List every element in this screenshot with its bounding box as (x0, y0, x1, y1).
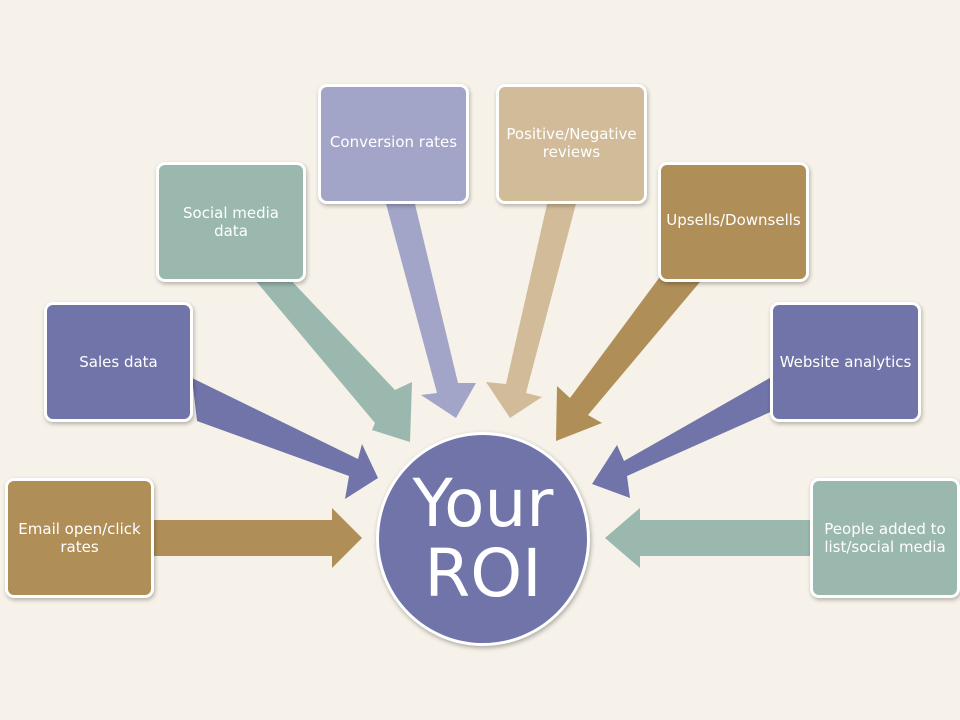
source-box-website: Website analytics (770, 302, 921, 422)
source-box-email: Email open/click rates (5, 478, 154, 598)
roi-line-2: ROI (424, 535, 542, 612)
source-box-people: People added to list/social media (810, 478, 960, 598)
source-box-reviews: Positive/Negative reviews (496, 84, 647, 204)
arrow-upsells (556, 270, 705, 441)
source-label-people: People added to list/social media (824, 520, 946, 556)
source-label-website: Website analytics (779, 353, 912, 371)
source-label-reviews: Positive/Negative reviews (506, 125, 637, 161)
source-label-email: Email open/click rates (18, 520, 141, 556)
arrow-email (152, 508, 362, 568)
source-box-sales: Sales data (44, 302, 193, 422)
arrow-reviews (486, 200, 577, 418)
arrow-sales (192, 378, 378, 499)
source-box-social: Social media data (156, 162, 306, 282)
arrow-website (592, 375, 775, 498)
arrow-social (255, 274, 412, 442)
arrow-conversion (385, 200, 476, 418)
source-box-conversion: Conversion rates (318, 84, 469, 204)
source-label-sales: Sales data (79, 353, 158, 371)
source-label-conversion: Conversion rates (329, 133, 458, 151)
roi-circle: Your ROI (376, 432, 590, 646)
arrow-people (605, 508, 815, 568)
source-label-upsells: Upsells/Downsells (666, 211, 801, 229)
source-box-upsells: Upsells/Downsells (658, 162, 809, 282)
source-label-social: Social media data (183, 204, 279, 240)
roi-line-1: Your (412, 465, 554, 542)
